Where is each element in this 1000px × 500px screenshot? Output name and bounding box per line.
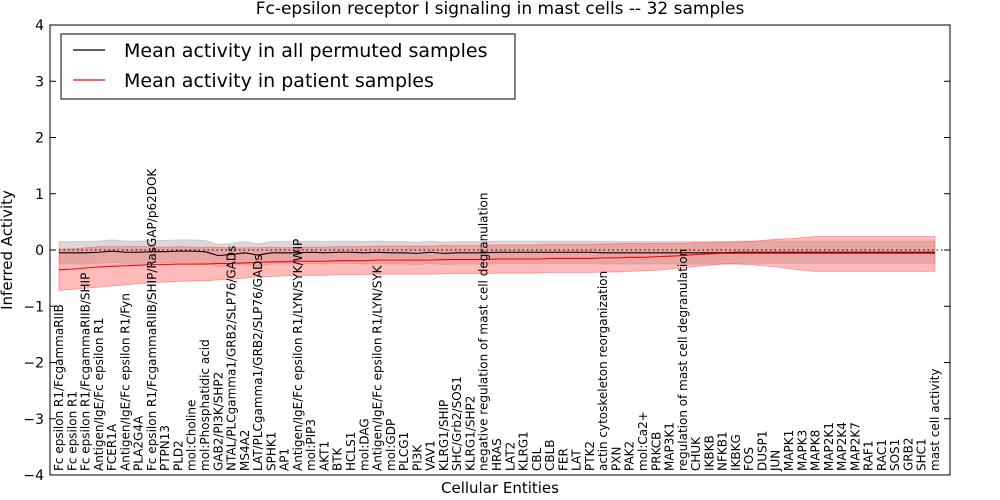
category-label: NFKB1: [716, 431, 730, 471]
category-label: NTAL/PLCgamma1/GRB2/SLP76/GADs: [225, 246, 239, 471]
category-label: PAK2: [623, 441, 637, 471]
category-label: BTK: [331, 446, 345, 471]
category-label: SHC/Grb2/SOS1: [450, 376, 464, 471]
category-label: PI3K: [410, 444, 424, 471]
category-label: MAPK8: [809, 430, 823, 471]
y-tick-label: 2: [35, 131, 44, 147]
category-label: KLRG1/SHP2: [463, 396, 477, 471]
category-label: AP1: [278, 448, 292, 471]
category-label: negative regulation of mast cell degranu…: [477, 192, 491, 471]
category-label: LAT/PLCgamma1/GRB2/SLP76/GADs: [251, 254, 265, 471]
category-label: Antigen/IgE/Fc epsilon R1: [92, 318, 106, 471]
patient-mean-line: [58, 252, 935, 271]
category-label: RAC1: [875, 439, 889, 471]
category-label: FER: [556, 448, 570, 471]
category-label: mast cell activity: [928, 368, 942, 471]
legend-label: Mean activity in all permuted samples: [124, 40, 487, 62]
y-tick-label: −4: [23, 468, 44, 484]
category-label: CHUK: [689, 436, 703, 471]
y-tick-label: 1: [35, 187, 44, 203]
legend-label: Mean activity in patient samples: [124, 70, 434, 92]
category-label: KLRG1: [517, 431, 531, 471]
category-label: mol:Choline: [185, 400, 199, 471]
category-label: MAP3K1: [663, 422, 677, 471]
y-axis-label: Inferred Activity: [0, 190, 16, 310]
category-label: PLA2G4A: [132, 415, 146, 471]
category-label: DUSP1: [755, 430, 769, 471]
category-label: MAPK3: [795, 430, 809, 471]
category-label: AKT1: [317, 441, 331, 471]
category-label: MAP2K1: [822, 422, 836, 471]
y-tick-label: 3: [35, 74, 44, 90]
category-label: PTPN13: [158, 425, 172, 471]
legend: Mean activity in all permuted samplesMea…: [60, 33, 516, 100]
category-label: PLCG1: [397, 432, 411, 471]
category-label: FCER1A: [105, 423, 119, 471]
y-tick-label: −1: [23, 299, 44, 315]
x-axis-label: Cellular Entities: [441, 479, 559, 497]
category-label: IKBKB: [702, 435, 716, 471]
category-label: mol:DAG: [357, 418, 371, 471]
category-label: MAP2K4: [835, 422, 849, 471]
category-label: mol:Ca2+: [636, 411, 650, 471]
category-label: mol:Phosphatidic acid: [198, 339, 212, 471]
category-label: IKBKG: [729, 434, 743, 471]
category-label: mol:GDP: [384, 419, 398, 471]
category-label: Fc epsilon R1/FcgammaRIIB: [52, 304, 66, 471]
category-label: LAT: [570, 449, 584, 471]
category-label: regulation of mast cell degranulation: [676, 249, 690, 471]
category-label: PTK2: [583, 441, 597, 471]
category-label: Antigen/IgE/Fc epsilon R1/LYN/SYK/WIP: [291, 239, 305, 471]
category-label: SPHK1: [264, 432, 278, 471]
category-label: VAV1: [424, 440, 438, 471]
category-label: GRB2: [901, 437, 915, 471]
y-tick-label: 0: [35, 243, 44, 259]
category-label: FOS: [742, 447, 756, 471]
category-label: PLD2: [171, 440, 185, 471]
y-tick-label: −2: [23, 356, 44, 372]
category-label: CBLB: [543, 439, 557, 471]
category-label: CBL: [530, 447, 544, 471]
category-label: MS4A2: [238, 430, 252, 471]
category-label: RAF1: [862, 440, 876, 471]
category-label: Fc epsilon R1/FcgammaRIIB/SHIP: [79, 273, 93, 471]
y-tick-label: −3: [23, 412, 44, 428]
category-label: KLRG1/SHIP: [437, 400, 451, 471]
category-label: Antigen/IgE/Fc epsilon R1/LYN/SYK: [371, 264, 385, 471]
category-label: JUN: [769, 450, 783, 472]
chart-title: Fc-epsilon receptor I signaling in mast …: [256, 0, 745, 19]
category-label: LAT2: [503, 442, 517, 471]
category-label: SHC1: [915, 438, 929, 471]
category-label: MAP2K7: [848, 422, 862, 471]
category-label: HRAS: [490, 438, 504, 471]
category-label: MAPK1: [782, 430, 796, 471]
category-label: Fc epsilon R1: [65, 391, 79, 471]
category-label: GAB2/PI3K/SHP2: [211, 372, 225, 471]
category-label: SOS1: [888, 439, 902, 471]
legend-box: [60, 33, 516, 100]
category-label: actin cytoskeleton reorganization: [596, 271, 610, 471]
category-label: PXN: [609, 447, 623, 471]
category-label: Fc epsilon R1/FcgammaRIIB/SHIP/RasGAP/p6…: [145, 168, 159, 471]
category-label: PRKCB: [649, 432, 663, 471]
category-label: Antigen/IgE/Fc epsilon R1/Fyn: [118, 293, 132, 471]
category-label: mol:PIP3: [304, 419, 318, 471]
category-label: HCLS1: [344, 432, 358, 471]
y-tick-label: 4: [35, 18, 44, 34]
permuted-mean-line: [59, 250, 935, 257]
